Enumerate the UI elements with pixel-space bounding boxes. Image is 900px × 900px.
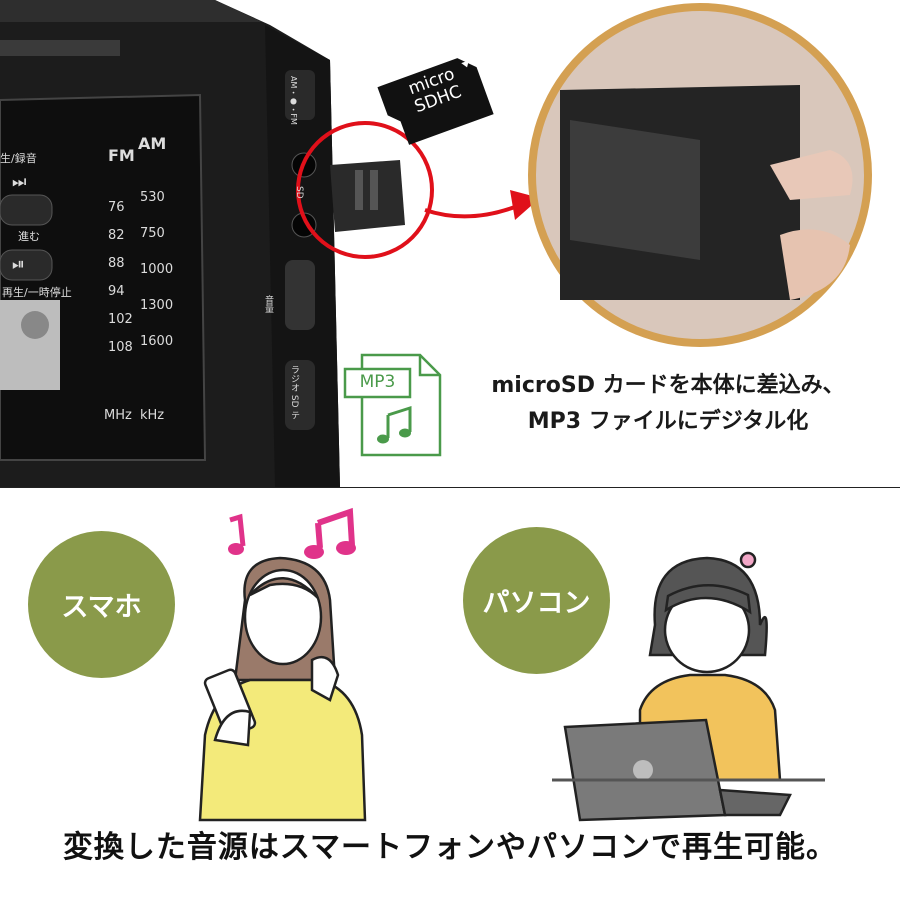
volume-label: 音量 xyxy=(263,295,273,313)
am-freq-0: 530 xyxy=(140,190,165,205)
fm-freq-3: 94 xyxy=(108,284,125,299)
caption-line1: microSD カードを本体に差込み、 xyxy=(491,373,845,398)
forward-button-icon: ⏭ xyxy=(12,172,27,191)
am-fm-switch-label: AM・●・FM xyxy=(289,76,298,125)
sd-slot-label: SD xyxy=(294,186,304,199)
fm-freq-0: 76 xyxy=(108,200,125,215)
am-label: AM xyxy=(138,134,167,153)
mode-switch-label: ラジオ SD テ xyxy=(289,365,299,420)
forward-label: 進む xyxy=(18,230,40,243)
am-frequency-scale: 530 750 1000 1300 1600 xyxy=(140,190,173,370)
caption-line2: MP3 ファイルにデジタル化 xyxy=(527,409,809,434)
am-freq-3: 1300 xyxy=(140,298,173,334)
khz-label: kHz xyxy=(140,408,165,423)
play-pause-icon: ⏯ xyxy=(12,254,25,273)
mp3-file-icon: MP3 xyxy=(359,372,396,392)
fm-freq-5: 108 xyxy=(108,340,133,355)
people-illustration xyxy=(198,507,825,822)
section-divider xyxy=(0,487,900,488)
am-freq-2: 1000 xyxy=(140,262,173,298)
product-photo-section: AM FM 530 750 1000 1300 1600 76 82 88 94… xyxy=(0,0,872,487)
music-note-icon xyxy=(228,507,356,559)
fm-frequency-scale: 76 82 88 94 102 108 xyxy=(108,200,133,368)
play-pause-label: 再生/一時停止 xyxy=(2,286,72,299)
fm-freq-4: 102 xyxy=(108,312,133,327)
fm-label: FM xyxy=(108,146,135,165)
playback-caption: 変換した音源はスマートフォンやパソコンで再生可能。 xyxy=(62,830,838,865)
insert-microsd-caption: microSD カードを本体に差込み、 MP3 ファイルにデジタル化 xyxy=(448,368,888,440)
woman-smartphone-illustration xyxy=(198,556,367,822)
am-freq-4: 1600 xyxy=(140,334,173,370)
mhz-label: MHz xyxy=(104,408,132,423)
record-label: 生/録音 xyxy=(0,152,37,165)
fm-freq-2: 88 xyxy=(108,256,125,271)
cassette-player-illustration xyxy=(0,0,872,487)
fm-freq-1: 82 xyxy=(108,228,125,243)
pc-badge: パソコン xyxy=(463,527,610,674)
am-freq-1: 750 xyxy=(140,226,165,241)
smartphone-badge: スマホ xyxy=(28,531,175,678)
girl-laptop-illustration xyxy=(552,551,825,822)
